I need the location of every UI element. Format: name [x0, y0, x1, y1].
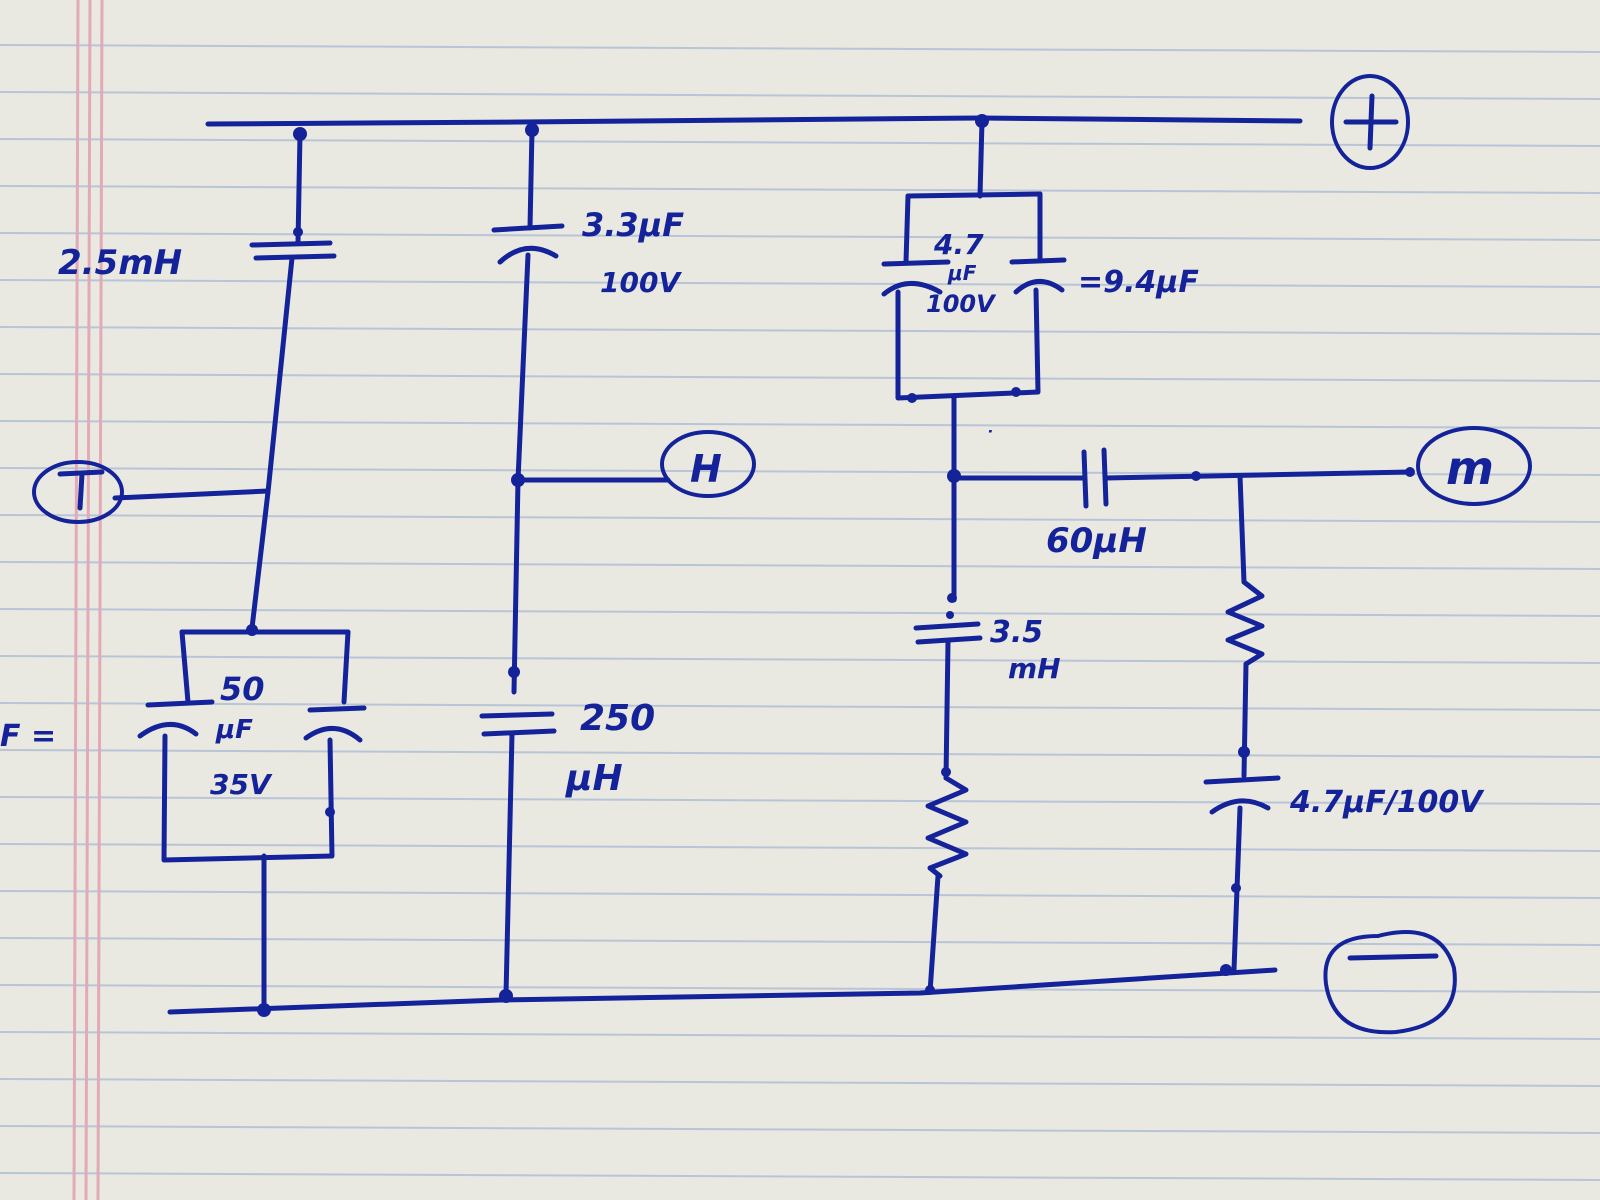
label-4-7uf-pair-value: 4.7 [933, 228, 984, 261]
label-3-5mh-value: 3.5 [990, 615, 1043, 650]
capacitor-4-7uf-c-symbol [1203, 775, 1281, 785]
label-50uf-volt: 35V [210, 768, 273, 801]
label-left-total-frag: F = [0, 719, 56, 754]
terminal-h-label: H [690, 447, 722, 491]
label-2-5mh: 2.5mH [58, 243, 182, 283]
terminal-m [1405, 426, 1532, 506]
terminal-minus [1323, 930, 1457, 1035]
capacitor-3-3uf-symbol [491, 223, 565, 233]
inductor-60uh-symbol [1081, 447, 1109, 509]
terminal-m-label: m [1446, 441, 1494, 495]
capacitor-50uf-b-symbol [307, 705, 367, 713]
resistor-mid-symbol [925, 775, 969, 879]
label-4-7uf-pair-unit: μF [947, 261, 977, 285]
stray-mark: ˙ [984, 427, 994, 451]
minus-icon [1347, 953, 1439, 961]
terminal-t-label: T [66, 475, 92, 515]
branch-mid [881, 114, 1413, 995]
label-3-5mh-unit: mH [1008, 652, 1061, 685]
resistor-zobel-symbol [1225, 579, 1265, 667]
terminal-h [659, 430, 756, 498]
capacitor-4-7uf-a-symbol [881, 259, 951, 267]
terminal-t [32, 460, 124, 524]
label-50uf-unit: μF [215, 715, 253, 745]
inductor-2-5mh-symbol [249, 240, 337, 261]
label-50uf-value: 50 [220, 670, 265, 708]
branch-mid-high [479, 123, 665, 1003]
plus-icon [1343, 93, 1399, 151]
capacitor-50uf-a-symbol [145, 699, 215, 708]
label-3-3uf: 3.3μF [582, 206, 684, 244]
label-4-7uf-single: 4.7μF/100V [1289, 785, 1485, 820]
branch-zobel [1203, 473, 1281, 976]
negative-rail [167, 967, 1278, 1015]
t-glyph-icon [57, 469, 105, 511]
capacitor-4-7uf-b-symbol [1009, 257, 1067, 265]
label-4-7uf-pair-volt: 100V [926, 290, 997, 318]
terminal-minus-label: — [1360, 971, 1361, 973]
inductor-250uh-symbol [479, 711, 557, 737]
label-250uh-unit: μH [565, 758, 623, 799]
positive-rail [205, 115, 1303, 127]
terminal-plus [1330, 74, 1410, 170]
label-60uh: 60μH [1046, 521, 1147, 561]
branch-tweeter-low [112, 127, 367, 1017]
label-3-3uf-volt: 100V [600, 266, 682, 299]
label-250uh-value: 250 [580, 698, 655, 739]
inductor-3-5mh-symbol [913, 621, 983, 645]
label-4-7uf-pair-total: =9.4μF [1078, 265, 1199, 300]
terminal-plus-label: + [1356, 136, 1357, 139]
